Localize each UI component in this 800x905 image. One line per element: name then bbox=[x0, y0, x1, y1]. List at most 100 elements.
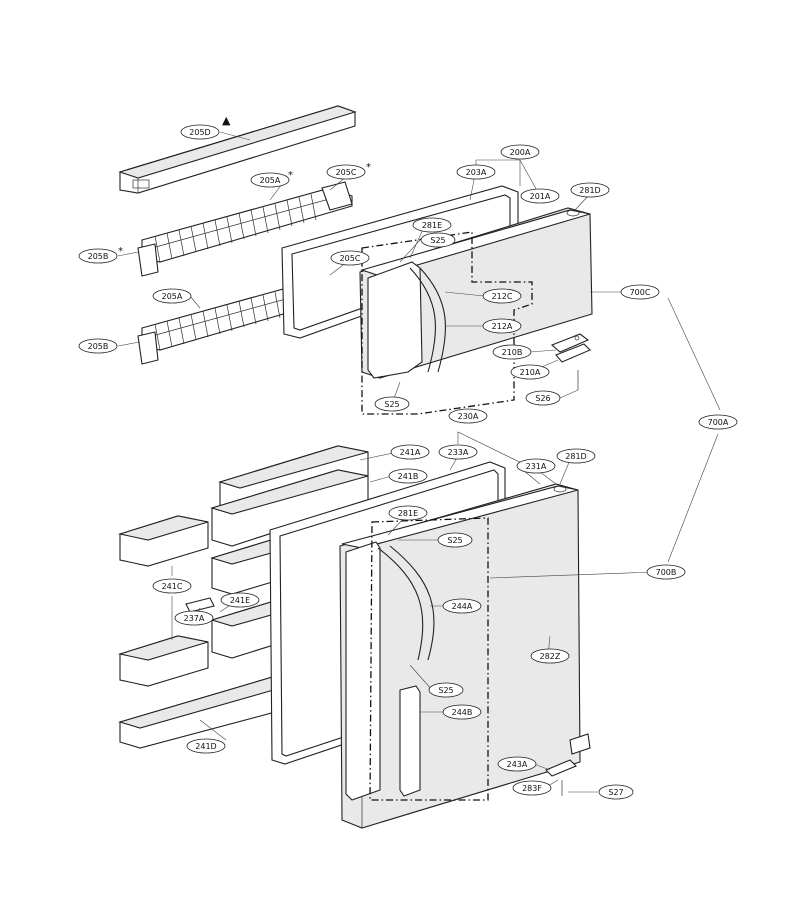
svg-text:S25: S25 bbox=[438, 686, 453, 695]
svg-text:243A: 243A bbox=[507, 760, 528, 769]
callout-205A-top: 205A bbox=[250, 172, 290, 188]
rack-205A-top bbox=[137, 181, 353, 277]
hinge-210 bbox=[550, 333, 591, 390]
svg-text:700B: 700B bbox=[656, 568, 677, 577]
svg-text:230A: 230A bbox=[458, 412, 479, 421]
callout-281D-bottom: 281D bbox=[556, 448, 596, 464]
callout-205C-mid: 205C bbox=[330, 250, 370, 266]
handle-244A bbox=[345, 541, 435, 801]
svg-text:S26: S26 bbox=[535, 394, 550, 403]
svg-text:▲: ▲ bbox=[222, 114, 231, 127]
callout-233A: 233A bbox=[438, 444, 478, 460]
callout-281D-top: 281D bbox=[570, 182, 610, 198]
callout-205A-bottom: 205A bbox=[152, 288, 192, 304]
svg-text:700A: 700A bbox=[708, 418, 729, 427]
callout-281E-bottom: 281E bbox=[388, 505, 428, 521]
svg-text:200A: 200A bbox=[510, 148, 531, 157]
bin-205D bbox=[118, 105, 357, 194]
bin-241C-bottom bbox=[117, 635, 209, 687]
svg-text:205B: 205B bbox=[88, 342, 109, 351]
callout-231A: 231A bbox=[516, 458, 556, 474]
svg-text:281D: 281D bbox=[565, 452, 586, 461]
callout-205D: 205D bbox=[180, 124, 220, 140]
svg-text:205B: 205B bbox=[88, 252, 109, 261]
svg-text:S25: S25 bbox=[447, 536, 462, 545]
svg-text:205D: 205D bbox=[189, 128, 210, 137]
callout-700C: 700C bbox=[620, 284, 660, 300]
svg-text:283F: 283F bbox=[522, 784, 542, 793]
callout-S25-a: S25 bbox=[420, 232, 456, 248]
svg-text:*: * bbox=[118, 246, 123, 257]
asterisk-markers: ▲ * * * bbox=[118, 114, 371, 257]
svg-text:205C: 205C bbox=[340, 254, 361, 263]
callout-241A: 241A bbox=[390, 444, 430, 460]
callout-S27: S27 bbox=[598, 784, 634, 800]
callout-700B: 700B bbox=[646, 564, 686, 580]
callout-237A: 237A bbox=[174, 610, 214, 626]
svg-text:244A: 244A bbox=[452, 602, 473, 611]
svg-text:241C: 241C bbox=[162, 582, 183, 591]
callout-241B: 241B bbox=[388, 468, 428, 484]
callout-210B: 210B bbox=[492, 344, 532, 360]
svg-text:212C: 212C bbox=[492, 292, 513, 301]
svg-text:241D: 241D bbox=[195, 742, 216, 751]
callout-244B: 244B bbox=[442, 704, 482, 720]
svg-text:S27: S27 bbox=[608, 788, 623, 797]
svg-text:205C: 205C bbox=[336, 168, 357, 177]
svg-text:S25: S25 bbox=[430, 236, 445, 245]
svg-text:205A: 205A bbox=[260, 176, 281, 185]
callout-S25-d: S25 bbox=[428, 682, 464, 698]
callout-212C: 212C bbox=[482, 288, 522, 304]
svg-text:*: * bbox=[366, 162, 371, 173]
bin-241C-top bbox=[117, 515, 209, 567]
callout-S26: S26 bbox=[525, 390, 561, 406]
handle-212A bbox=[367, 261, 447, 379]
svg-text:282Z: 282Z bbox=[540, 652, 561, 661]
svg-text:241A: 241A bbox=[400, 448, 421, 457]
svg-text:281E: 281E bbox=[422, 221, 442, 230]
callout-244A: 244A bbox=[442, 598, 482, 614]
callout-230A: 230A bbox=[448, 408, 488, 424]
callout-241E: 241E bbox=[220, 592, 260, 608]
svg-text:233A: 233A bbox=[448, 448, 469, 457]
callout-S25-c: S25 bbox=[437, 532, 473, 548]
svg-text:281E: 281E bbox=[398, 509, 418, 518]
svg-text:241B: 241B bbox=[398, 472, 419, 481]
callout-700A: 700A bbox=[698, 414, 738, 430]
bin-241B bbox=[210, 469, 369, 547]
svg-text:700C: 700C bbox=[630, 288, 651, 297]
callout-283F: 283F bbox=[512, 780, 552, 796]
callout-241D: 241D bbox=[186, 738, 226, 754]
callout-243A: 243A bbox=[497, 756, 537, 772]
svg-text:203A: 203A bbox=[466, 168, 487, 177]
callout-212A: 212A bbox=[482, 318, 522, 334]
svg-text:231A: 231A bbox=[526, 462, 547, 471]
handle-outline-lower bbox=[369, 517, 489, 801]
handle-244B bbox=[399, 685, 421, 797]
handle-outline-upper bbox=[361, 231, 533, 415]
callout-205B-top: 205B bbox=[78, 248, 118, 264]
callout-241C: 241C bbox=[152, 578, 192, 594]
callout-203A: 203A bbox=[456, 164, 496, 180]
callout-205B-bottom: 205B bbox=[78, 338, 118, 354]
svg-text:S25: S25 bbox=[384, 400, 399, 409]
callout-282Z: 282Z bbox=[530, 648, 570, 664]
svg-text:210B: 210B bbox=[502, 348, 523, 357]
svg-text:237A: 237A bbox=[184, 614, 205, 623]
callout-S25-b: S25 bbox=[374, 396, 410, 412]
callout-205C-top: 205C bbox=[326, 164, 366, 180]
svg-text:210A: 210A bbox=[520, 368, 541, 377]
clip-237A bbox=[185, 597, 215, 613]
svg-text:281D: 281D bbox=[579, 186, 600, 195]
callout-281E-top: 281E bbox=[412, 217, 452, 233]
svg-text:244B: 244B bbox=[452, 708, 473, 717]
svg-text:212A: 212A bbox=[492, 322, 513, 331]
svg-text:241E: 241E bbox=[230, 596, 250, 605]
svg-text:205A: 205A bbox=[162, 292, 183, 301]
svg-text:201A: 201A bbox=[530, 192, 551, 201]
callout-200A: 200A bbox=[500, 144, 540, 160]
callout-201A: 201A bbox=[520, 188, 560, 204]
hinge-243A bbox=[545, 733, 591, 796]
callout-210A: 210A bbox=[510, 364, 550, 380]
